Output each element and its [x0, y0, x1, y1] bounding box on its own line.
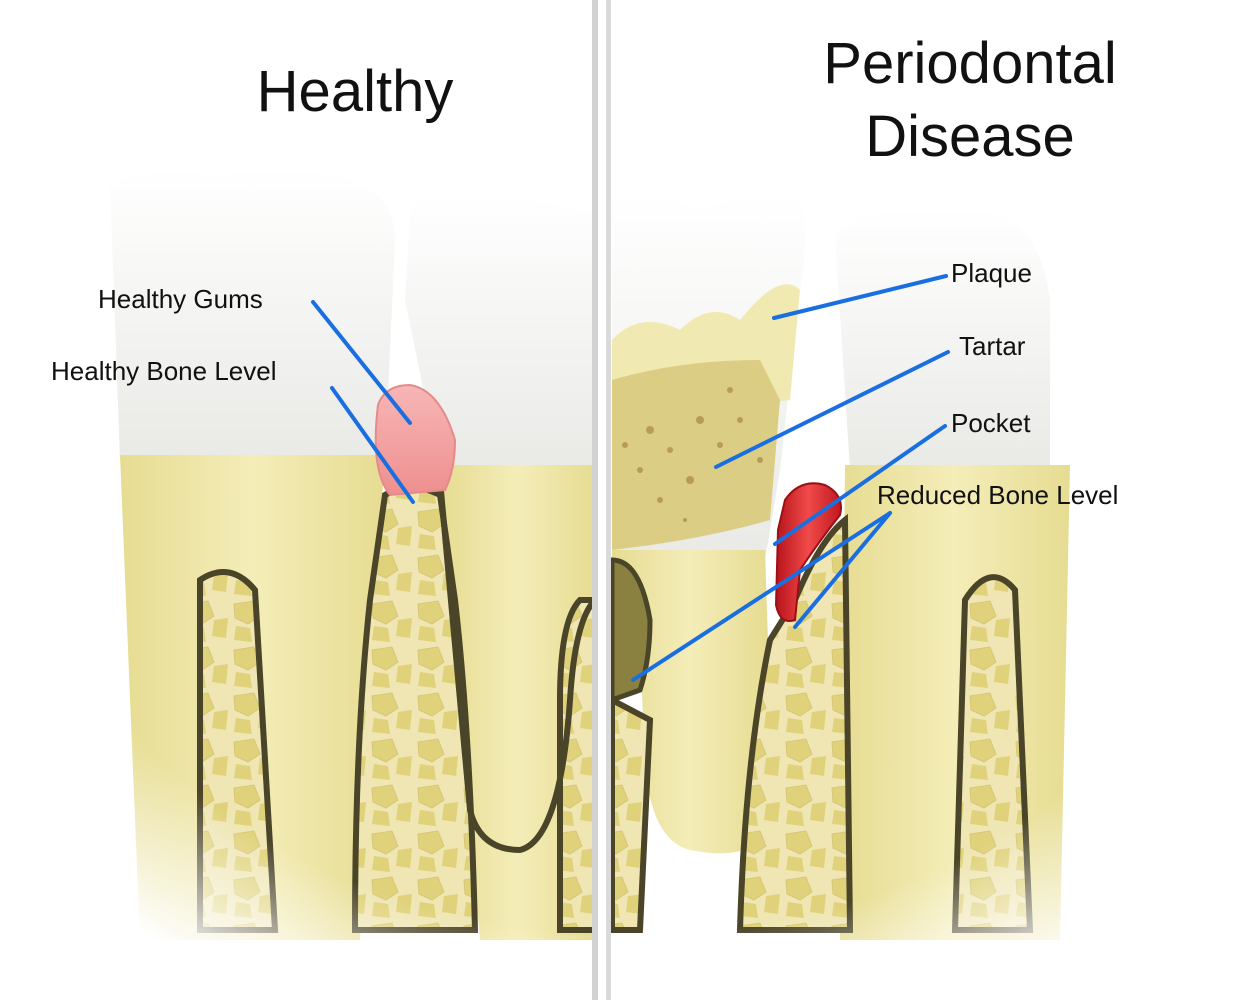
tartar-label: Tartar — [959, 331, 1026, 361]
healthy-bone-level-label: Healthy Bone Level — [51, 356, 277, 386]
healthy-gums-label: Healthy Gums — [98, 284, 263, 314]
pocket-label: Pocket — [951, 408, 1031, 438]
reduced-bone-level-label: Reduced Bone Level — [877, 480, 1119, 510]
disease-title-line2: Disease — [865, 104, 1075, 169]
plaque-label: Plaque — [951, 258, 1032, 288]
disease-title-line1: Periodontal — [823, 31, 1117, 96]
leader-lines — [311, 274, 950, 682]
panel-divider — [592, 0, 611, 1000]
healthy-title: Healthy — [256, 59, 454, 124]
